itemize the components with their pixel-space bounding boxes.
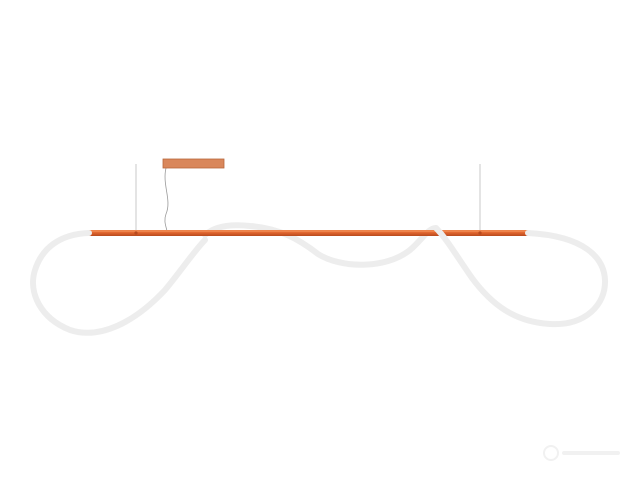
wire-clip-right: [478, 231, 482, 235]
wire-clip-left: [134, 231, 138, 235]
power-cable: [164, 167, 169, 233]
watermark-mark: [562, 451, 620, 455]
watermark-logo-icon: [543, 445, 559, 461]
led-tube-right: [433, 225, 609, 328]
copper-bar: [89, 230, 528, 236]
led-tube-back: [202, 222, 439, 268]
led-tube-front: [30, 230, 208, 336]
ceiling-canopy: [162, 158, 225, 169]
